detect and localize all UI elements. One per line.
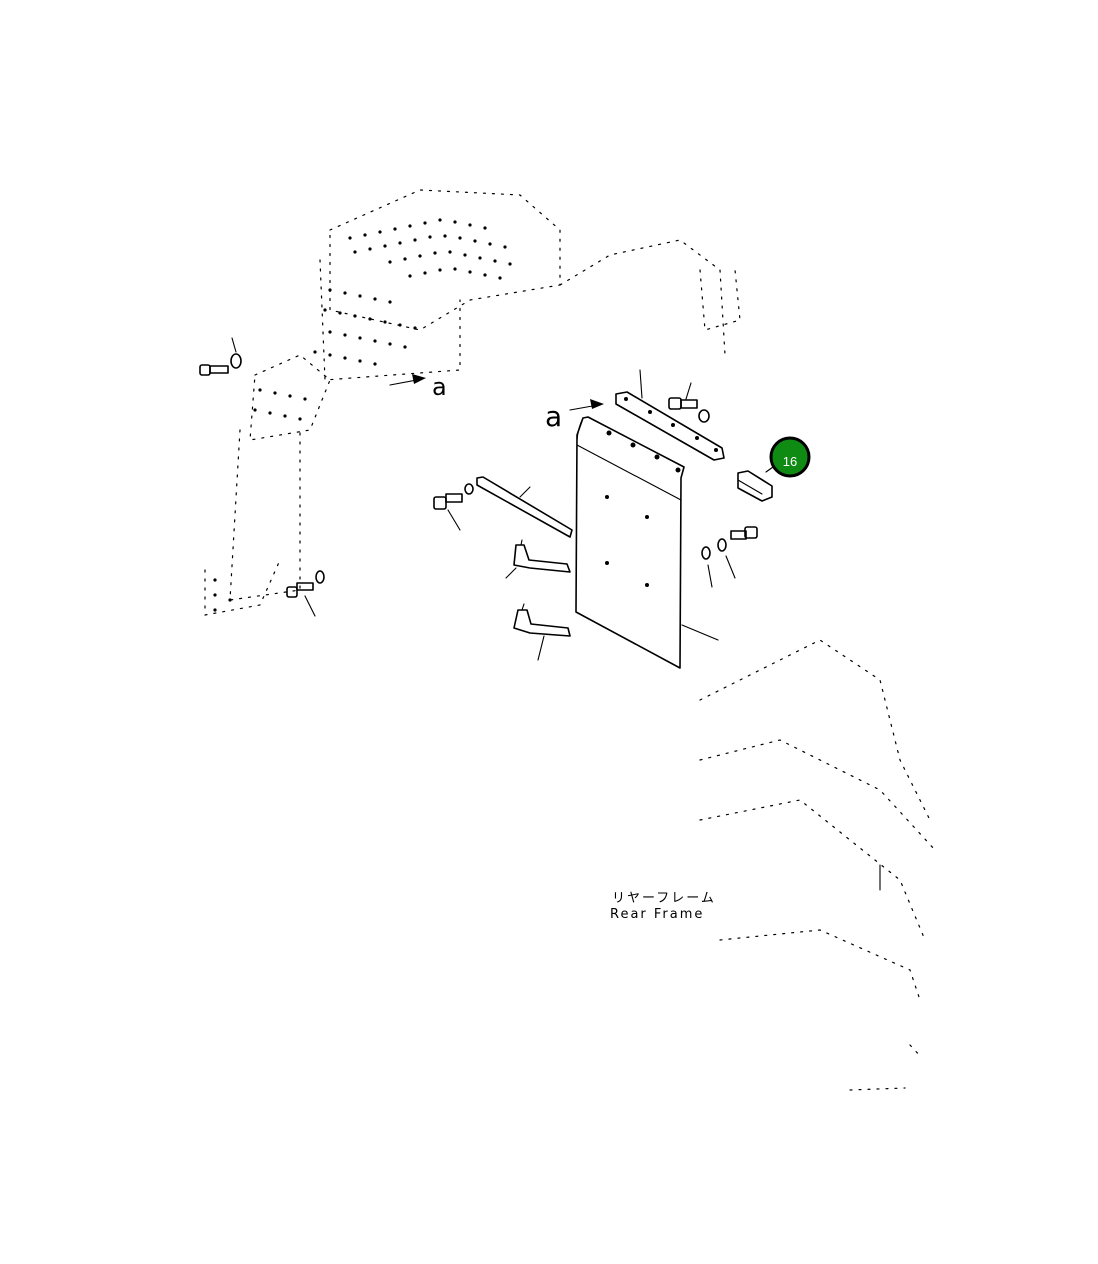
view-label-a-right: a <box>545 400 562 433</box>
mounting-bracket-upper <box>505 539 571 579</box>
mounting-bracket-lower <box>513 603 571 661</box>
mudguard-flap <box>575 416 719 669</box>
frame-label: リヤーフレーム Rear Frame <box>610 891 716 922</box>
callout-16[interactable]: 16 <box>769 436 811 478</box>
rear-frame-outline <box>699 639 936 1091</box>
perforation-pattern <box>213 218 512 612</box>
view-arrow-right: a <box>545 399 604 433</box>
rear-frame-structure <box>204 189 741 616</box>
bolt-washer-left-upper <box>199 337 242 376</box>
view-label-a-left: a <box>432 373 447 401</box>
callout-16-number[interactable]: 16 <box>783 454 797 469</box>
bolt-washers-right <box>701 526 758 588</box>
view-arrow-left: a <box>389 373 447 401</box>
bolt-flap-left <box>433 483 474 531</box>
bolt-washer-left-lower <box>286 570 325 617</box>
strip-bar <box>476 476 573 538</box>
frame-label-jp: リヤーフレーム <box>612 891 716 906</box>
upper-clamp-plate <box>615 369 725 461</box>
callout-16-circle[interactable] <box>769 436 811 478</box>
frame-label-en: Rear Frame <box>610 907 704 922</box>
bolt-upper-right <box>668 382 710 423</box>
